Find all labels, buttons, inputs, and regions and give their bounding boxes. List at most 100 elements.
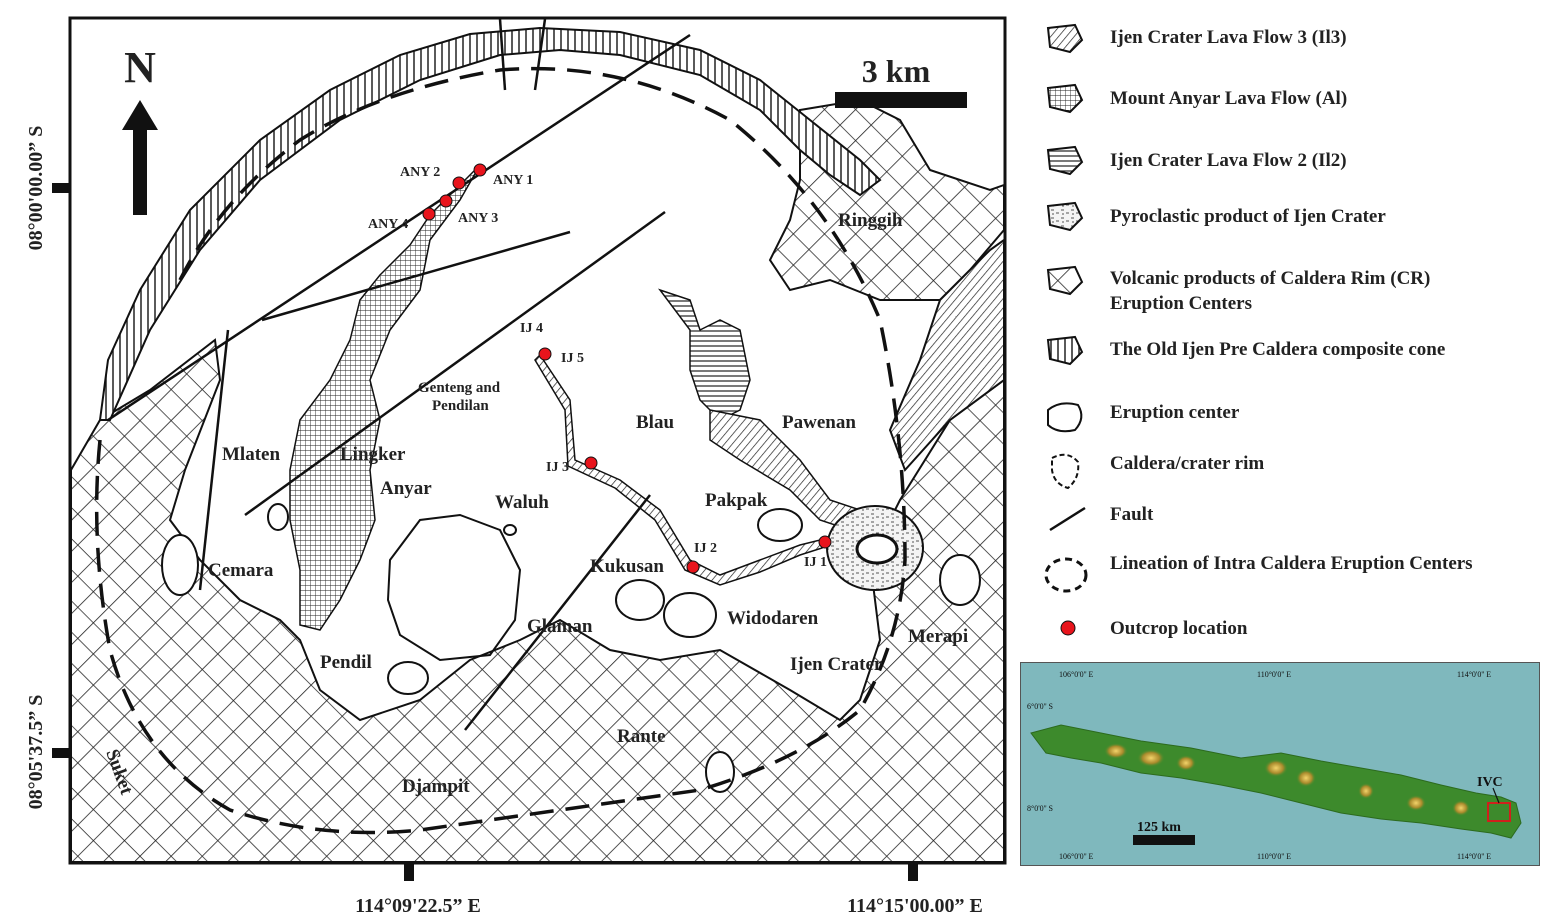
label-widodaren: Widodaren <box>727 608 819 629</box>
il3-lava-flow-west <box>534 353 823 586</box>
outcrop-label-ij1: IJ 1 <box>804 555 827 570</box>
legend-pyro-label: Pyroclastic product of Ijen Crater <box>1110 206 1386 227</box>
legend-lineation-label: Lineation of Intra Caldera Eruption Cent… <box>1110 553 1473 574</box>
legend-fault-swatch <box>1049 506 1086 532</box>
ivc-label: IVC <box>1477 775 1503 790</box>
legend-il2-label: Ijen Crater Lava Flow 2 (Il2) <box>1110 150 1347 171</box>
inset-lon-right-top: 114°0'0'' E <box>1457 670 1491 679</box>
legend-cr-label-1: Volcanic products of Caldera Rim (CR) <box>1110 268 1431 289</box>
faults <box>107 19 691 731</box>
inset-lat-top: 6°0'0'' S <box>1027 702 1053 711</box>
label-merapi: Merapi <box>908 626 968 647</box>
tick-lon-right <box>908 863 918 881</box>
legend-lineation-swatch <box>1044 557 1088 593</box>
legend-rim-swatch <box>1051 453 1080 490</box>
outcrop-label-any2: ANY 2 <box>400 165 440 180</box>
eruption-center <box>615 579 665 621</box>
label-ijen-crater: Ijen Crater <box>790 654 883 675</box>
outcrop-any2[interactable] <box>452 176 466 190</box>
label-rante: Rante <box>617 726 666 747</box>
inset-lon-left-top: 106°0'0'' E <box>1059 670 1094 679</box>
outcrop-ij1[interactable] <box>818 535 832 549</box>
outcrop-label-any1: ANY 1 <box>493 173 533 188</box>
inset-lon-right-bottom: 114°0'0'' E <box>1457 852 1491 861</box>
scale-bar <box>835 92 967 108</box>
eruption-center <box>267 503 289 531</box>
eruption-center <box>939 554 981 606</box>
inset-lon-mid-top: 110°0'0'' E <box>1257 670 1291 679</box>
inset-mountains <box>1104 743 1470 816</box>
label-pawenan: Pawenan <box>782 412 856 433</box>
tick-lon-left <box>404 863 414 881</box>
inset-scale-bar <box>1133 835 1195 845</box>
genteng-eruption-center <box>386 513 522 662</box>
legend-al-label: Mount Anyar Lava Flow (Al) <box>1110 88 1348 109</box>
inset-lon-mid-bottom: 110°0'0'' E <box>1257 852 1291 861</box>
outcrop-any1[interactable] <box>473 163 487 177</box>
java-island <box>1030 724 1522 839</box>
legend-il3-label: Ijen Crater Lava Flow 3 (Il3) <box>1110 27 1347 48</box>
scale-bar-label: 3 km <box>862 53 931 89</box>
label-lingker: Lingker <box>340 444 406 465</box>
label-djampit: Djampit <box>402 776 470 797</box>
outcrop-label-any4: ANY 4 <box>368 217 408 232</box>
eruption-center <box>663 592 717 638</box>
outcrop-ij3[interactable] <box>584 456 598 470</box>
inset-lon-left-bottom: 106°0'0'' E <box>1059 852 1094 861</box>
legend-il2-swatch <box>1046 145 1084 176</box>
outcrop-label-ij2: IJ 2 <box>694 541 717 556</box>
inset-svg: IVC 125 km 106°0'0'' E 110°0'0'' E 114°0… <box>1027 670 1522 861</box>
label-mlaten: Mlaten <box>222 444 280 465</box>
legend-cr-swatch <box>1046 265 1084 296</box>
outcrop-any4[interactable] <box>422 207 436 221</box>
anyar-lava-flow <box>289 164 481 631</box>
lon-right-label: 114°15'00.00” E <box>847 895 983 917</box>
eruption-center <box>757 508 803 542</box>
label-anyar: Anyar <box>380 478 432 499</box>
lat-top-label: 08°00'00.00” S <box>25 126 47 251</box>
legend-ec-swatch <box>1047 402 1083 433</box>
old-ijen-cone-east <box>888 238 1004 472</box>
outcrop-points <box>422 163 832 574</box>
label-genteng: Genteng and <box>418 380 501 396</box>
north-label: N <box>124 43 156 92</box>
legend-old-label: The Old Ijen Pre Caldera composite cone <box>1110 339 1446 360</box>
outcrop-label-ij5: IJ 5 <box>561 351 584 366</box>
tick-lat-top <box>52 183 70 193</box>
label-kukusan: Kukusan <box>590 556 664 577</box>
lon-left-label: 114°09'22.5” E <box>355 895 481 917</box>
outcrop-label-any3: ANY 3 <box>458 211 498 226</box>
java-inset-map: IVC 125 km 106°0'0'' E 110°0'0'' E 114°0… <box>1020 662 1540 866</box>
outcrop-label-ij3: IJ 3 <box>546 460 569 475</box>
legend-al-swatch <box>1046 83 1084 114</box>
label-ringgih: Ringgih <box>838 210 903 231</box>
il2-lava-flow <box>657 288 751 421</box>
legend-old-swatch <box>1046 335 1084 366</box>
legend-cr-label-2: Eruption Centers <box>1110 293 1252 314</box>
outcrop-ij5[interactable] <box>538 347 552 361</box>
outcrop-label-ij4: IJ 4 <box>520 321 543 336</box>
label-glaman: Glaman <box>527 616 593 637</box>
eruption-center <box>161 534 199 596</box>
label-pendilan: Pendilan <box>432 398 489 414</box>
legend-fault-label: Fault <box>1110 504 1154 525</box>
tick-lat-bottom <box>52 748 70 758</box>
legend-outcrop-label: Outcrop location <box>1110 618 1248 639</box>
caldera-rim-products-south <box>71 338 1004 862</box>
lineation-intra-caldera <box>94 66 907 835</box>
old-ijen-cone-north <box>98 26 882 421</box>
legend-symbols <box>1044 23 1088 593</box>
north-arrow <box>122 100 158 215</box>
lat-bottom-label: 08°05'37.5” S <box>25 695 47 810</box>
outcrop-ij2[interactable] <box>686 560 700 574</box>
label-cemara: Cemara <box>208 560 274 581</box>
label-blau: Blau <box>636 412 674 433</box>
legend-outcrop-swatch <box>1060 620 1076 636</box>
legend-pyro-swatch <box>1046 201 1084 232</box>
inset-lat-bottom: 8°0'0'' S <box>1027 804 1053 813</box>
eruption-center <box>387 661 429 695</box>
outcrop-any3[interactable] <box>439 194 453 208</box>
legend-rim-label: Caldera/crater rim <box>1110 453 1265 474</box>
label-waluh: Waluh <box>495 492 549 513</box>
